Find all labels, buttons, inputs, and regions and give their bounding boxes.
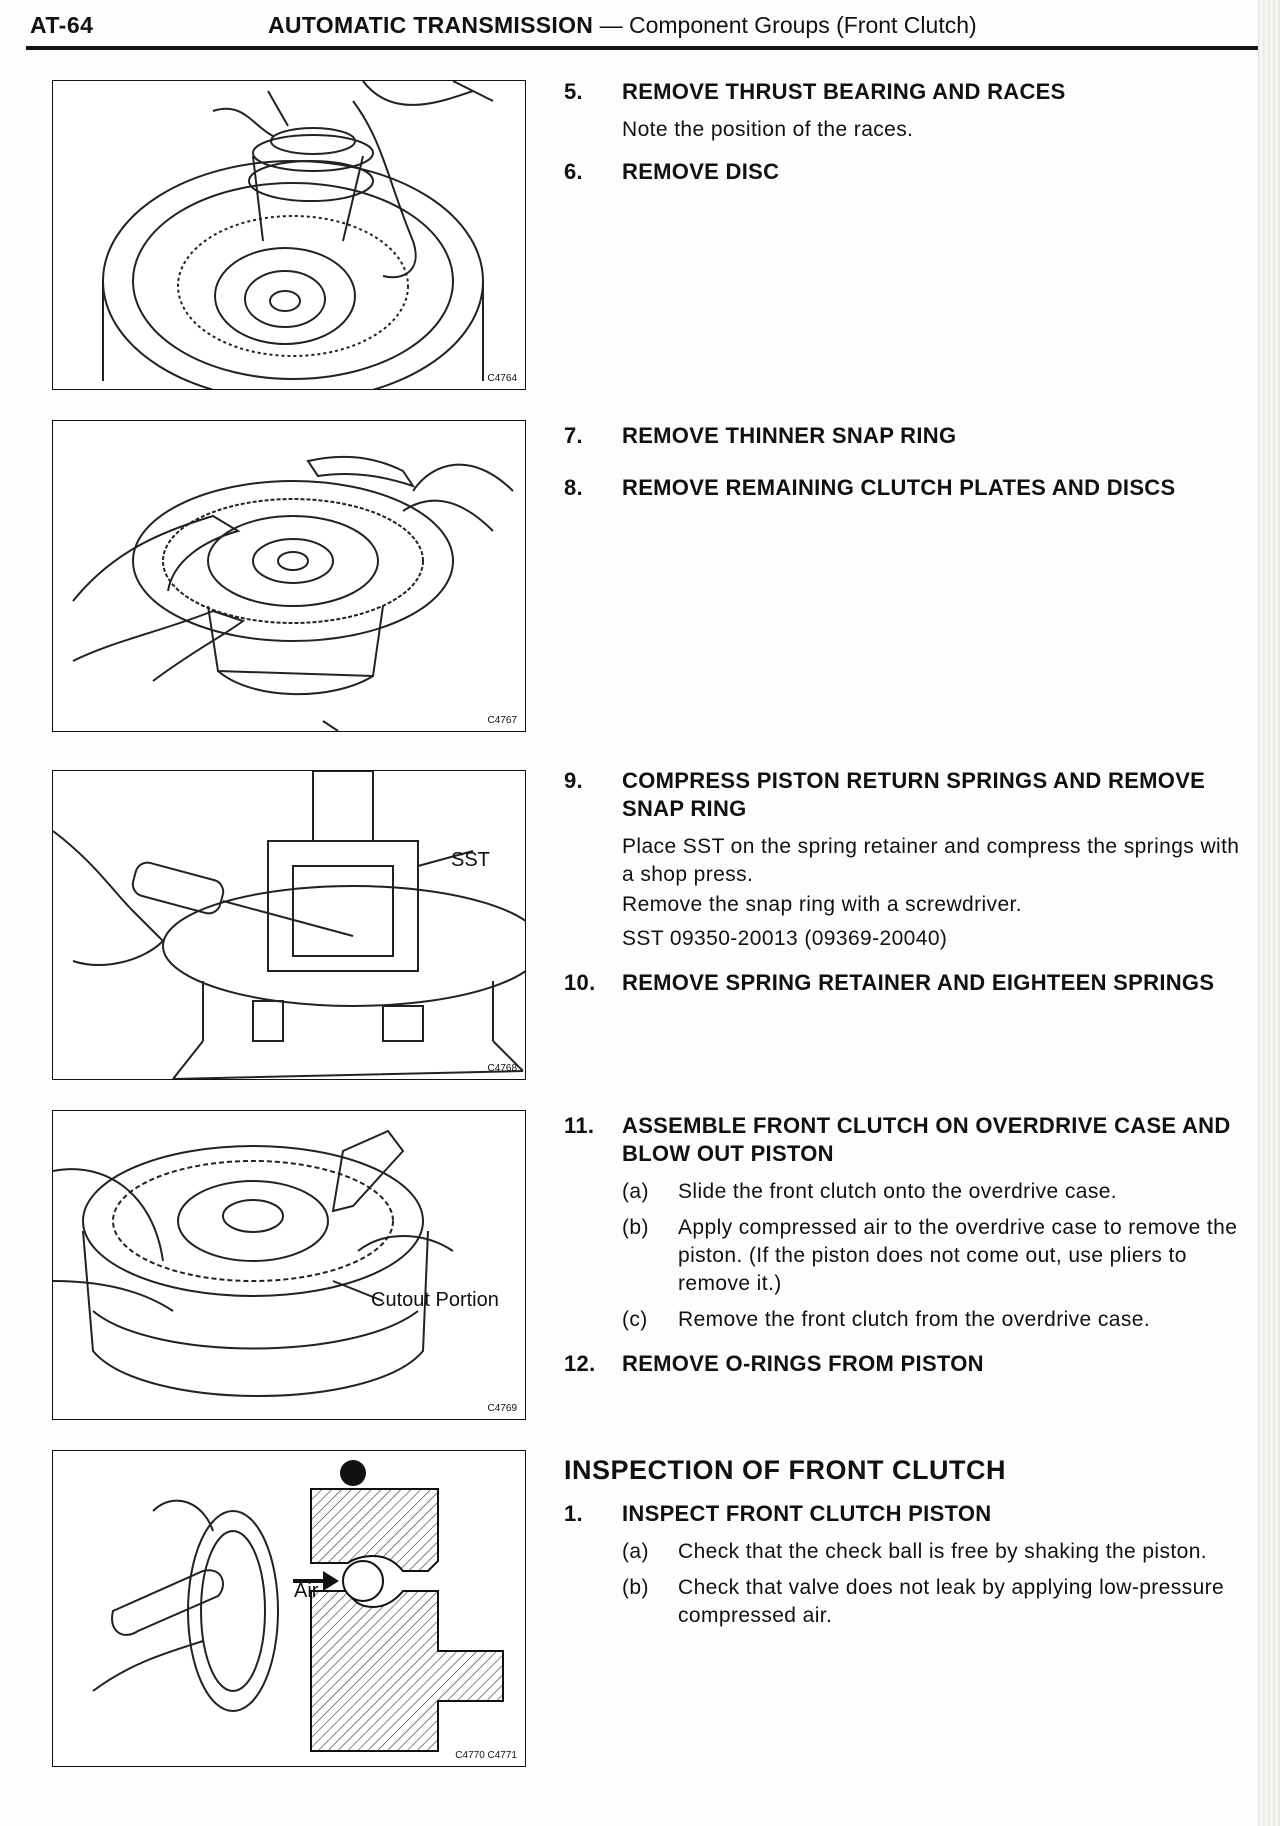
section-steps-11-12: 11.ASSEMBLE FRONT CLUTCH ON OVERDRIVE CA…: [564, 1112, 1254, 1388]
section-steps-5-6: 5.REMOVE THRUST BEARING AND RACES Note t…: [564, 78, 1254, 196]
step-9-instruction-1: Place SST on the spring retainer and com…: [622, 835, 1240, 886]
section-title: AUTOMATIC TRANSMISSION: [268, 12, 594, 38]
page-header: AT-64 AUTOMATIC TRANSMISSION — Component…: [0, 0, 1258, 50]
step-9-sst-number: SST 09350-20013 (09369-20040): [622, 927, 948, 950]
figure-code: C4770 C4771: [455, 1750, 517, 1761]
page-title: AUTOMATIC TRANSMISSION — Component Group…: [268, 12, 977, 39]
callout-air: Air: [294, 1580, 319, 1602]
step-9: 9.COMPRESS PISTON RETURN SPRINGS AND REM…: [564, 768, 1206, 821]
step-11-sub-b: (b)Apply compressed air to the overdrive…: [622, 1216, 1238, 1295]
section-inspection: INSPECTION OF FRONT CLUTCH 1.INSPECT FRO…: [564, 1455, 1254, 1638]
blow-out-piston-illustration: [53, 1129, 454, 1397]
inspection-step-1: 1.INSPECT FRONT CLUTCH PISTON: [564, 1501, 992, 1526]
section-steps-7-8: 7.REMOVE THINNER SNAP RING 8.REMOVE REMA…: [564, 422, 1254, 512]
snap-ring-illustration: [72, 455, 514, 731]
page-number: AT-64: [30, 12, 94, 38]
step-11-sub-c: (c)Remove the front clutch from the over…: [622, 1308, 1151, 1331]
page-edge: [1258, 0, 1280, 1826]
inspection-sub-b: (b)Check that valve does not leak by app…: [622, 1576, 1225, 1627]
step-6: 6.REMOVE DISC: [564, 159, 780, 184]
inspection-heading: INSPECTION OF FRONT CLUTCH: [564, 1455, 1006, 1485]
figure-code: C4769: [487, 1403, 517, 1414]
step-12: 12.REMOVE O-RINGS FROM PISTON: [564, 1351, 984, 1376]
step-9-instruction-2: Remove the snap ring with a screwdriver.: [622, 893, 1022, 916]
figure-code: C4767: [487, 715, 517, 726]
figure-inspect-piston: Air C4770 C4771: [52, 1450, 526, 1767]
figure-code: C4764: [487, 373, 517, 384]
figure-press-sst: SST C4768: [52, 770, 526, 1080]
section-steps-9-10: 9.COMPRESS PISTON RETURN SPRINGS AND REM…: [564, 767, 1254, 1007]
step-7: 7.REMOVE THINNER SNAP RING: [564, 423, 957, 448]
press-sst-illustration: [53, 771, 525, 1079]
section-subtitle: — Component Groups (Front Clutch): [593, 12, 977, 38]
step-11: 11.ASSEMBLE FRONT CLUTCH ON OVERDRIVE CA…: [564, 1113, 1231, 1166]
step-11-sub-a: (a)Slide the front clutch onto the overd…: [622, 1180, 1118, 1203]
figure-code: C4768: [487, 1063, 517, 1074]
figure-snap-ring: C4767: [52, 420, 526, 732]
callout-cutout-portion: Cutout Portion: [371, 1289, 499, 1311]
callout-sst: SST: [451, 849, 490, 871]
figure-blow-out-piston: Cutout Portion C4769: [52, 1110, 526, 1420]
inspect-piston-illustration: [92, 1460, 504, 1752]
step-10: 10.REMOVE SPRING RETAINER AND EIGHTEEN S…: [564, 970, 1215, 995]
step-8: 8.REMOVE REMAINING CLUTCH PLATES AND DIS…: [564, 475, 1176, 500]
header-rule: [26, 46, 1258, 50]
step-5: 5.REMOVE THRUST BEARING AND RACES: [564, 79, 1066, 104]
inspection-sub-a: (a)Check that the check ball is free by …: [622, 1540, 1208, 1563]
step-5-note: Note the position of the races.: [622, 118, 914, 141]
thrust-bearing-illustration: [102, 81, 494, 389]
figure-thrust-bearing: C4764: [52, 80, 526, 390]
